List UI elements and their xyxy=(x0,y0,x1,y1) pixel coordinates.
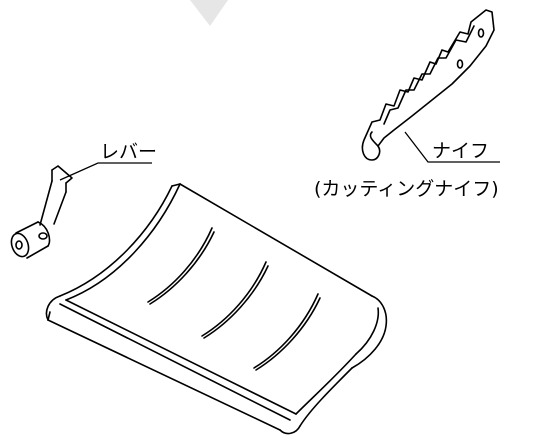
tray-part xyxy=(45,183,388,435)
lever-label: レバー xyxy=(100,141,157,163)
corner-mark xyxy=(190,0,228,26)
lever-leader xyxy=(59,162,152,181)
knife-alt-label: (カッティングナイフ) xyxy=(314,178,499,200)
knife-leader xyxy=(404,131,500,163)
knife-part xyxy=(361,9,495,161)
knife-label: ナイフ xyxy=(432,140,489,162)
lever-part xyxy=(10,165,73,259)
